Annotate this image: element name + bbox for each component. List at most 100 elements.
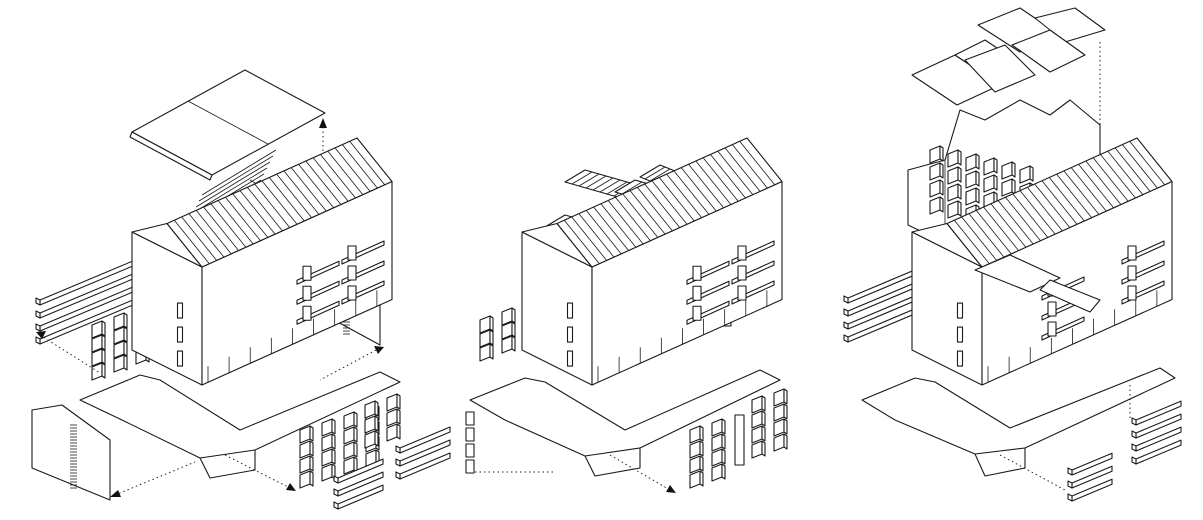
rail-end xyxy=(333,488,339,497)
rafter xyxy=(717,150,754,195)
window-frame-side xyxy=(396,423,401,440)
facade-window xyxy=(566,302,574,319)
window-panel xyxy=(299,440,311,459)
base-building xyxy=(521,137,783,386)
gable-wall-left xyxy=(31,404,111,501)
rail-end xyxy=(843,334,849,343)
window-panel xyxy=(386,408,398,427)
rafter xyxy=(203,206,239,251)
facade-window xyxy=(566,326,574,343)
rail-end xyxy=(35,297,41,306)
rail-end xyxy=(1131,443,1137,452)
window-frame-side xyxy=(309,440,314,457)
window-panel xyxy=(465,443,475,458)
dormer-box xyxy=(1039,279,1101,313)
window-panel xyxy=(343,441,355,460)
window-frame-side xyxy=(511,321,516,338)
rafter xyxy=(1092,157,1129,202)
balcony-rails-right xyxy=(395,426,451,480)
window-frame-side xyxy=(123,326,128,343)
rafter xyxy=(173,219,210,264)
rafter xyxy=(217,200,254,245)
window-panel xyxy=(321,463,333,482)
window-frame-side xyxy=(957,200,962,217)
door-panel xyxy=(734,414,745,466)
rafter xyxy=(666,173,702,218)
rafter xyxy=(695,160,732,205)
rafter xyxy=(593,206,629,251)
facade-window xyxy=(956,302,964,319)
rafter xyxy=(1005,196,1041,241)
window-frame-side xyxy=(123,312,128,329)
rafter xyxy=(1122,144,1158,189)
window-panel xyxy=(321,448,333,467)
rail-end xyxy=(333,501,339,510)
window-panel xyxy=(465,411,475,426)
rail-end xyxy=(1131,417,1137,426)
window-frame-side xyxy=(331,448,336,465)
rafter xyxy=(1129,141,1166,186)
balcony-door xyxy=(302,265,312,281)
window-frame-side xyxy=(761,410,766,427)
rail-end xyxy=(35,336,41,345)
window-frame-side xyxy=(353,411,358,428)
window-frame-side xyxy=(699,455,704,472)
window-frame-side xyxy=(975,170,980,187)
window-frame-side xyxy=(721,448,726,465)
rafter xyxy=(290,167,327,212)
window-frame-side xyxy=(489,343,494,360)
rafter xyxy=(334,147,371,192)
rafter xyxy=(629,190,666,235)
window-panel xyxy=(773,433,785,452)
window-frame-side xyxy=(101,348,106,365)
window-frame-side xyxy=(396,393,401,410)
rafter xyxy=(247,187,283,232)
window-frame-side xyxy=(939,196,944,213)
rafter xyxy=(1056,173,1092,218)
rafter xyxy=(990,203,1027,248)
window-frame-side xyxy=(1029,165,1034,182)
rafter xyxy=(239,190,276,235)
dormer-rafter xyxy=(571,171,593,185)
rafter xyxy=(1012,193,1049,238)
balcony-door xyxy=(302,285,312,301)
rafter xyxy=(622,193,659,238)
balcony-door xyxy=(1127,245,1137,261)
rafter xyxy=(188,213,225,258)
window-frame-side xyxy=(101,362,106,379)
rafter xyxy=(644,183,681,228)
facade-window xyxy=(176,302,184,319)
rafter xyxy=(261,180,298,225)
window-frame-side xyxy=(699,470,704,487)
rafter xyxy=(1041,180,1078,225)
window-frame-side xyxy=(511,335,516,352)
rafter xyxy=(585,210,622,255)
rafter xyxy=(975,210,1012,255)
rafter xyxy=(276,173,312,218)
window-panel xyxy=(299,455,311,474)
window-frame-side xyxy=(331,433,336,450)
window-frame-side xyxy=(511,307,516,324)
rail-end xyxy=(1131,430,1137,439)
rafter xyxy=(268,177,305,222)
window-frame-side xyxy=(721,433,726,450)
rafter xyxy=(673,170,710,215)
window-panel xyxy=(343,411,355,430)
balcony-door xyxy=(347,265,357,281)
window-frame-side xyxy=(957,183,962,200)
rafter xyxy=(312,157,349,202)
window-frame-side xyxy=(309,425,314,442)
rafter xyxy=(1063,170,1100,215)
rafter xyxy=(983,206,1019,251)
window-frame-side xyxy=(975,153,980,170)
window-grid-front xyxy=(689,388,788,489)
rafter-stripe xyxy=(201,149,277,196)
window-panel xyxy=(689,425,701,444)
dormer-rafter xyxy=(585,175,607,189)
window-panel xyxy=(343,426,355,445)
base-building-extended xyxy=(911,137,1173,386)
balcony-rails-front xyxy=(1067,452,1113,502)
rail-end xyxy=(1067,467,1073,476)
rail-end xyxy=(35,323,41,332)
